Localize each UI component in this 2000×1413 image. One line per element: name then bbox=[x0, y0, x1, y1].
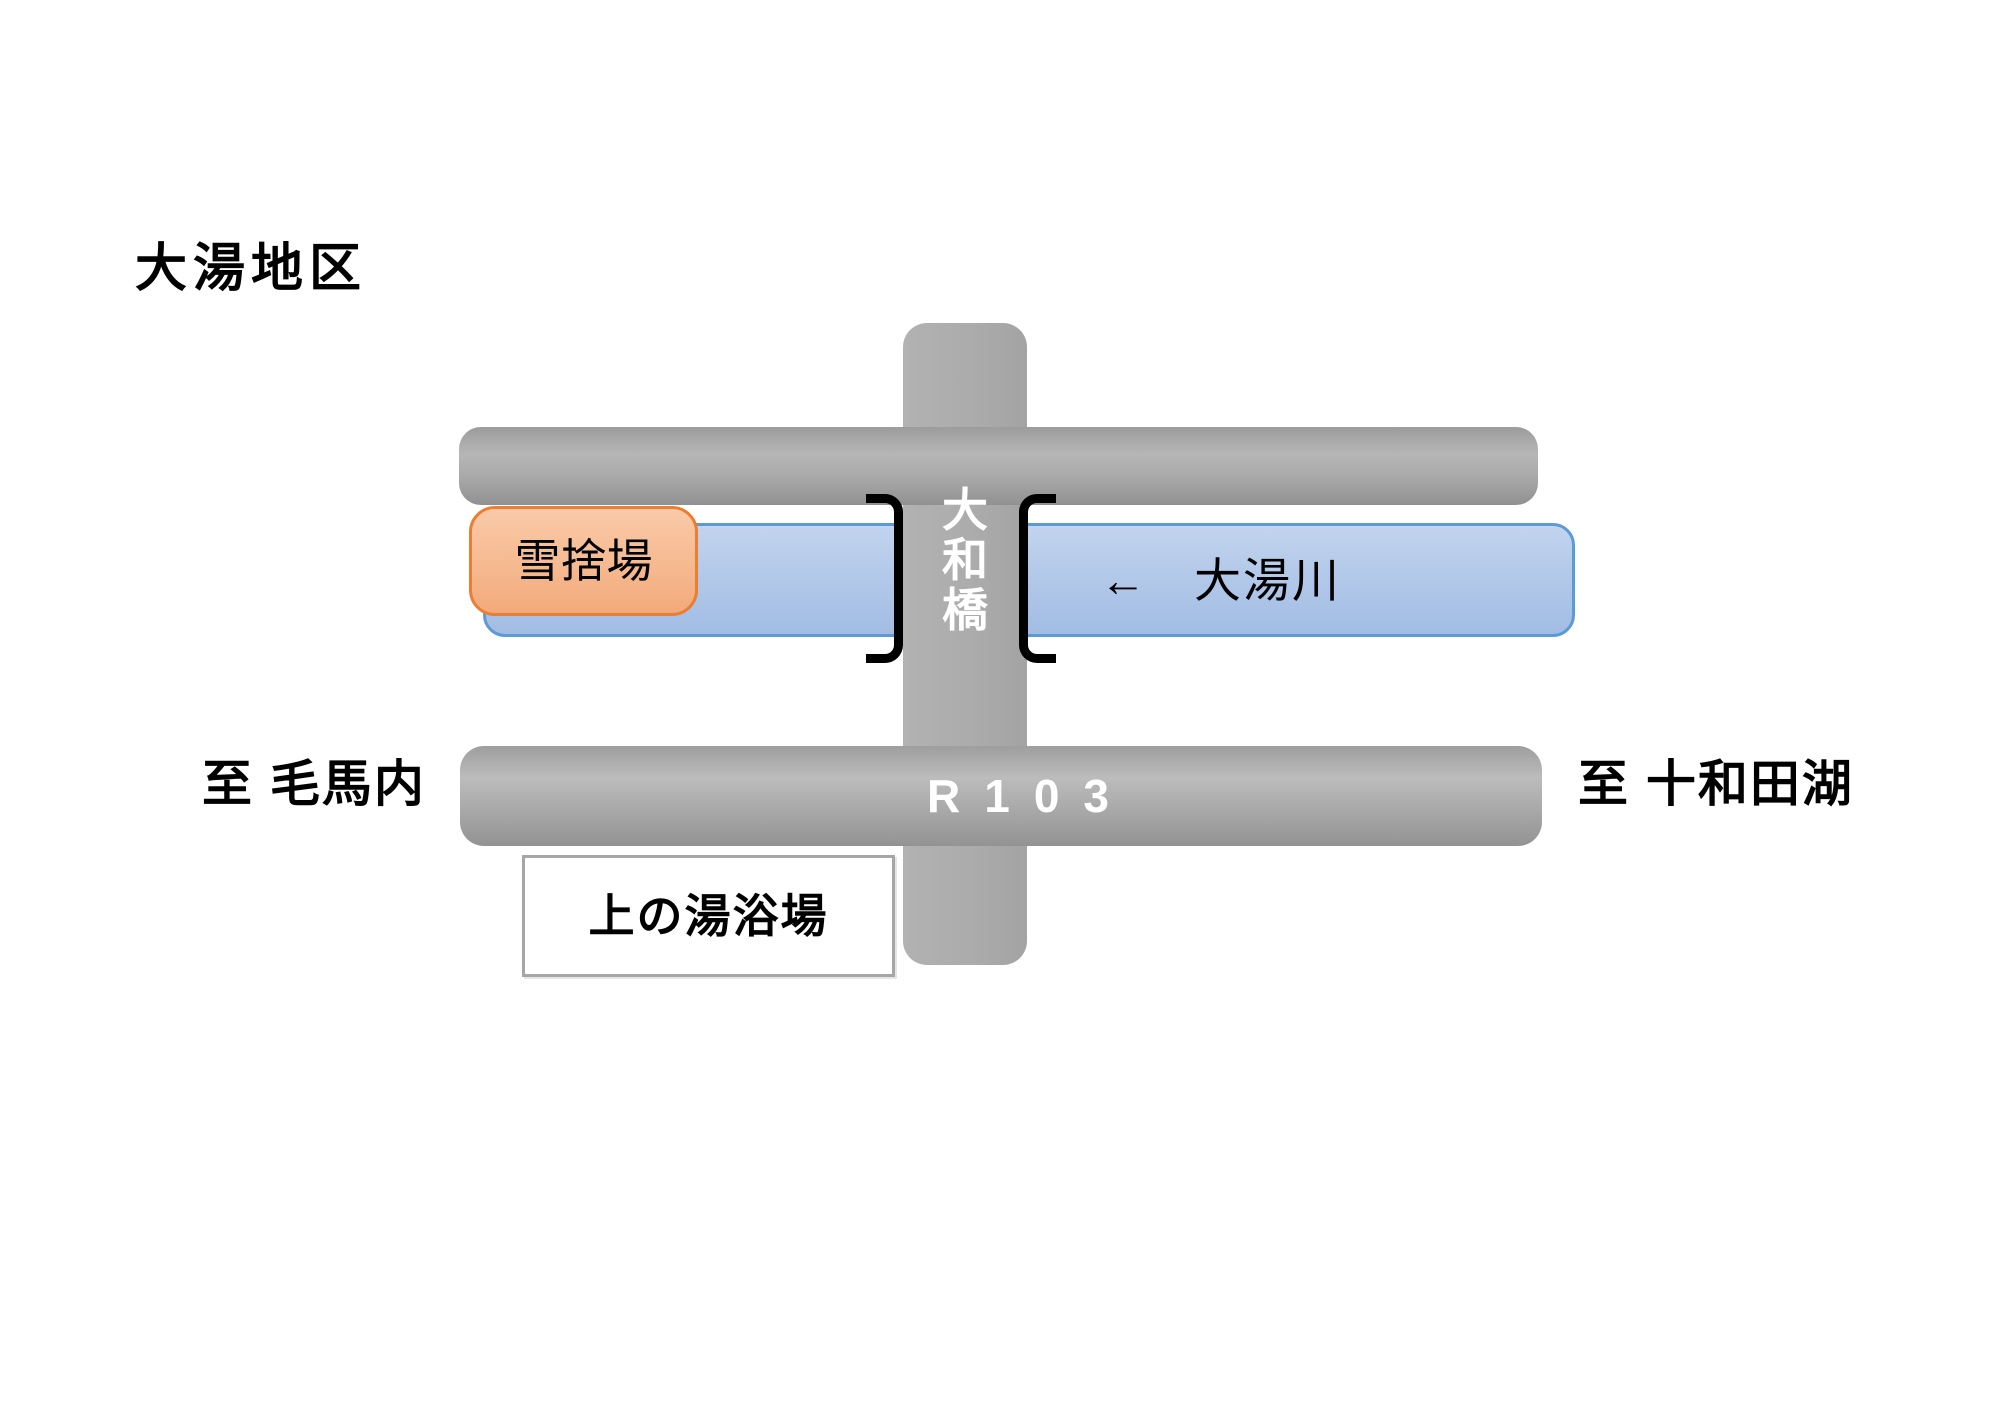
bathhouse-label: 上の湯浴場 bbox=[588, 890, 829, 942]
bathhouse-box: 上の湯浴場 bbox=[522, 855, 895, 977]
bridge-bracket-left bbox=[866, 494, 903, 663]
snow-dump-box: 雪捨場 bbox=[469, 506, 698, 616]
snow-dump-label: 雪捨場 bbox=[514, 535, 653, 587]
bridge-name-char-3: 橋 bbox=[942, 584, 988, 636]
page-title: 大湯地区 bbox=[135, 240, 368, 298]
bridge-bar bbox=[903, 323, 1027, 965]
destination-left-label: 至 毛馬内 bbox=[202, 756, 426, 812]
destination-right-label: 至 十和田湖 bbox=[1578, 756, 1854, 812]
bridge-name-char-2: 和 bbox=[942, 534, 988, 586]
river-caption: ← 大湯川 bbox=[1100, 523, 1341, 637]
bridge-name-char-1: 大 bbox=[942, 484, 988, 536]
bridge-name-label: 大 和 橋 bbox=[903, 485, 1027, 635]
upper-road-bar bbox=[459, 427, 1538, 505]
route-103-label: R103 bbox=[927, 770, 1133, 822]
bridge-bracket-right bbox=[1019, 494, 1056, 663]
flow-direction-arrow-icon: ← bbox=[1100, 554, 1146, 606]
river-name-label: 大湯川 bbox=[1194, 553, 1341, 607]
route-103-road: R103 bbox=[460, 746, 1542, 846]
